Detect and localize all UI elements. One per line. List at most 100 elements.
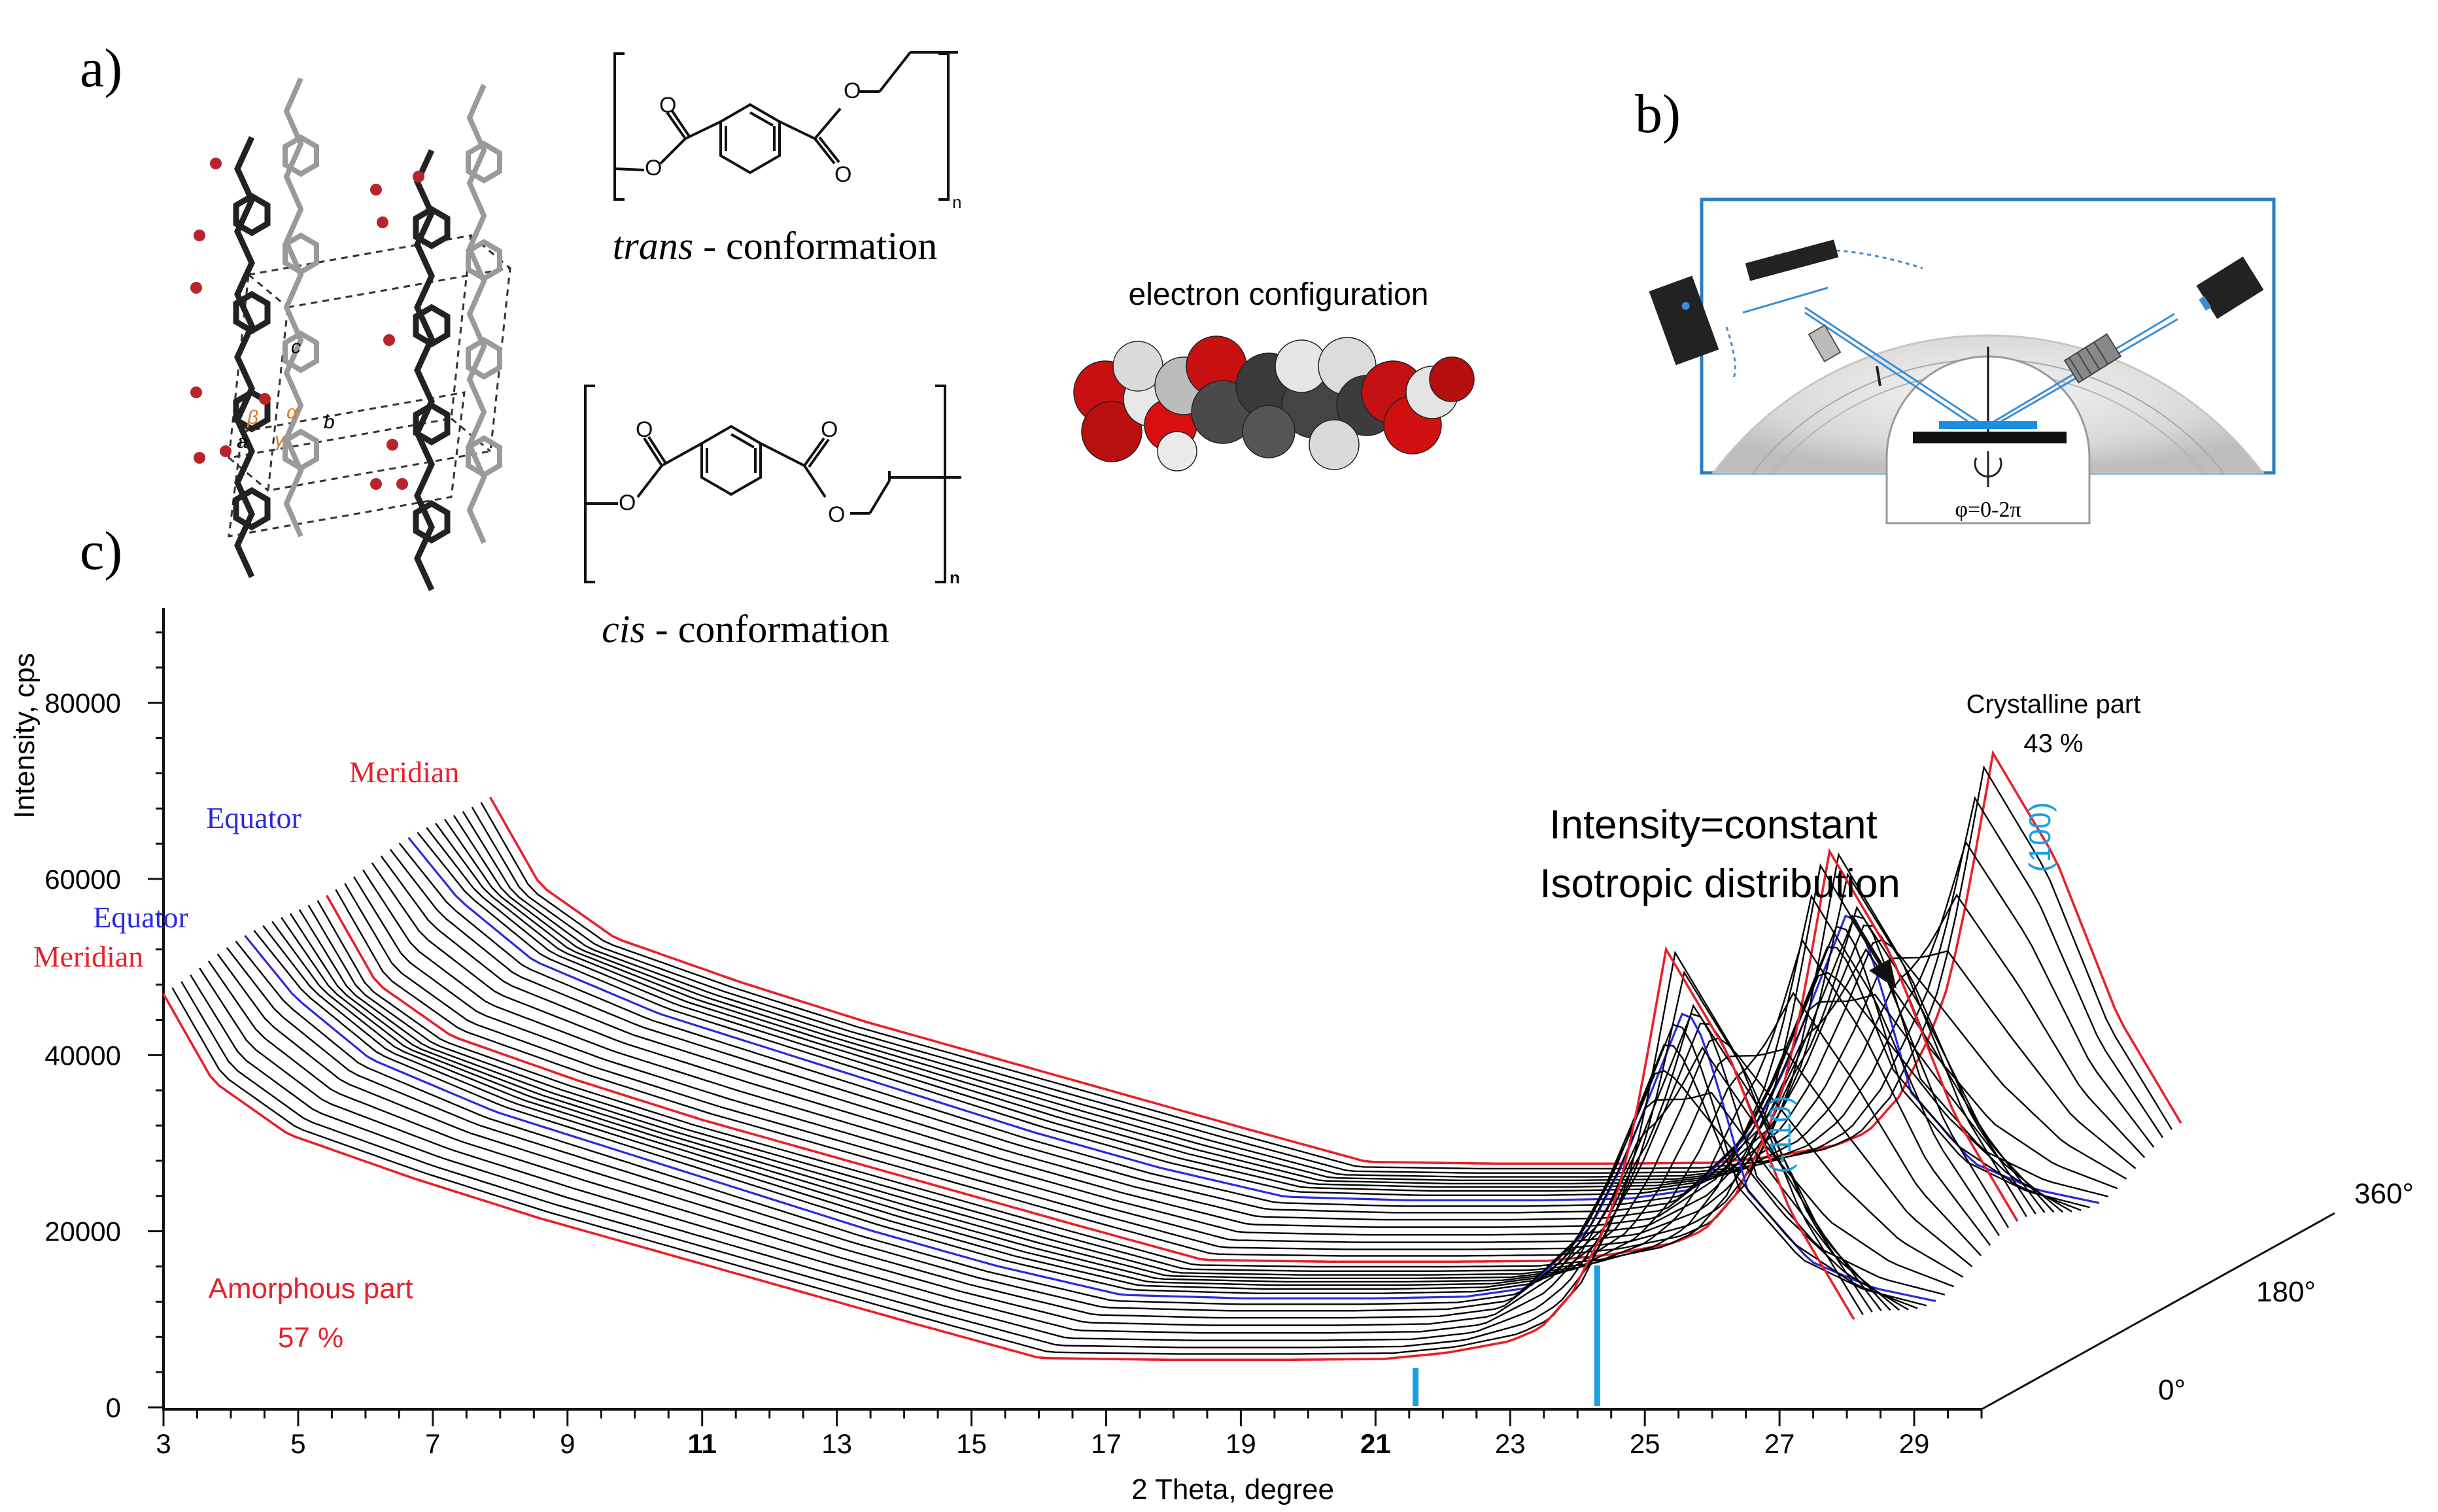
depth-axis-ticks: 0° 180° 360°: [2158, 1178, 2414, 1406]
x-tick-label: 19: [1226, 1428, 1256, 1459]
x-tick-label: 21: [1360, 1428, 1391, 1459]
phi-rotation-label: φ=0-2π: [1955, 498, 2021, 522]
scan-curve: [435, 823, 2127, 1188]
svg-text:β: β: [247, 407, 258, 428]
x-axis-label: 2 Theta, degree: [1131, 1473, 1334, 1505]
scan-curve: [235, 940, 1927, 1307]
x-ray-tube-icon: [1649, 275, 1719, 366]
scan-curve: [471, 796, 2164, 1174]
scan-curve: [380, 855, 2072, 1221]
annotation-equator-front: Equator: [93, 901, 188, 934]
detector-icon: [2196, 256, 2264, 319]
y-tick-label: 0: [106, 1392, 121, 1423]
sample-stage: [1913, 432, 2067, 443]
scan-curve: [262, 925, 1955, 1290]
x-tick-label: 5: [290, 1428, 305, 1459]
polymer-chain-left-back: [283, 77, 319, 538]
x-tick-label: 23: [1495, 1428, 1526, 1459]
cis-conformation-label: cis - conformation: [602, 608, 889, 651]
crystalline-part-title: Crystalline part: [1966, 690, 2141, 719]
reflection-markers: [1413, 1265, 1600, 1406]
scan-curve: [462, 811, 2155, 1178]
x-tick-label: 29: [1899, 1428, 1930, 1459]
trans-structure-formula: [613, 51, 958, 201]
depth-tick-label: 360°: [2354, 1178, 2414, 1210]
y-tick-label: 80000: [44, 688, 121, 719]
peak-label-100: (100): [2023, 802, 2057, 872]
trans-conformation-label: trans - conformation: [613, 224, 938, 267]
scan-curve: [199, 967, 1891, 1334]
scan-curve: [407, 836, 2100, 1205]
scan-curve: [281, 917, 1973, 1283]
scan-curve: [307, 894, 2000, 1272]
panel-label-b: b): [1635, 84, 1681, 145]
scan-curve: [171, 950, 1864, 1355]
sample: [1939, 421, 2037, 429]
svg-text:n: n: [952, 192, 961, 212]
depth-tick-label: 0°: [2158, 1374, 2186, 1406]
y-tick-label: 20000: [44, 1216, 121, 1247]
x-tick-label: 17: [1091, 1428, 1122, 1459]
space-filling-molecule: [1073, 335, 1475, 472]
scan-curve: [244, 935, 1936, 1303]
scan-curve: [371, 862, 2064, 1228]
peak-label-110: (-110): [1763, 1095, 1797, 1173]
annotation-meridian-top: Meridian: [349, 755, 460, 789]
scan-curve: [335, 852, 2027, 1257]
scan-curve: [207, 960, 1900, 1326]
x-tick-label: 9: [560, 1428, 575, 1459]
svg-text:b: b: [324, 411, 335, 433]
polymer-chain-left: [233, 136, 271, 578]
isotropic-annotation-line2: Isotropic distribution: [1539, 861, 1900, 906]
y-tick-label: 60000: [44, 864, 121, 895]
x-tick-label: 11: [688, 1428, 717, 1459]
scan-curve: [325, 848, 2019, 1263]
svg-text:c: c: [291, 336, 301, 358]
annotation-meridian-front: Meridian: [33, 940, 144, 973]
svg-text:O: O: [636, 417, 653, 442]
depth-tick-label: 180°: [2256, 1276, 2316, 1308]
cell-axis-labels: c b a α β γ: [237, 336, 335, 453]
y-axis-ticks: 0 20000 40000 60000 80000: [44, 631, 163, 1423]
scan-curves: [162, 749, 2182, 1362]
svg-text:O: O: [659, 93, 676, 118]
cis-atom-labels: O O O O n: [619, 417, 960, 587]
electron-configuration-title: electron configuration: [1129, 277, 1429, 312]
panel-label-a: a): [80, 38, 122, 99]
annotation-equator-top: Equator: [206, 801, 301, 834]
scan-curve: [253, 929, 1946, 1296]
x-tick-label: 13: [821, 1428, 852, 1459]
scan-curve: [489, 749, 2182, 1165]
y-tick-label: 40000: [44, 1040, 121, 1071]
polymer-chain-right: [413, 149, 451, 591]
panel-label-c: c): [80, 521, 122, 581]
x-tick-label: 15: [956, 1428, 987, 1459]
svg-text:α: α: [286, 402, 298, 423]
svg-text:O: O: [619, 490, 636, 515]
svg-text:O: O: [821, 417, 838, 442]
x-tick-label: 3: [156, 1428, 171, 1459]
svg-text:a: a: [237, 431, 248, 453]
scan-curve: [271, 921, 1964, 1286]
scan-curve: [226, 947, 1918, 1312]
svg-text:γ: γ: [275, 429, 286, 451]
scan-curve: [317, 863, 2010, 1268]
crystal-lattice-drawing: c b a α β γ: [190, 77, 511, 591]
crystalline-part-value: 43 %: [2023, 729, 2083, 758]
svg-text:O: O: [834, 162, 851, 187]
scan-curve: [362, 869, 2055, 1236]
scan-curve: [398, 842, 2091, 1209]
svg-text:n: n: [950, 568, 960, 587]
svg-text:O: O: [828, 502, 845, 527]
scan-curve: [417, 831, 2109, 1197]
svg-text:O: O: [844, 78, 861, 103]
monochromator-icon: [1745, 239, 1839, 281]
slit-icon: [1808, 324, 1842, 363]
scan-curve: [480, 765, 2173, 1170]
diffractometer-diagram: φ=0-2π: [1649, 198, 2276, 524]
cis-structure-formula: [584, 385, 961, 583]
amorphous-part-title: Amorphous part: [208, 1273, 413, 1305]
detector-slit-icon: [2063, 333, 2122, 384]
